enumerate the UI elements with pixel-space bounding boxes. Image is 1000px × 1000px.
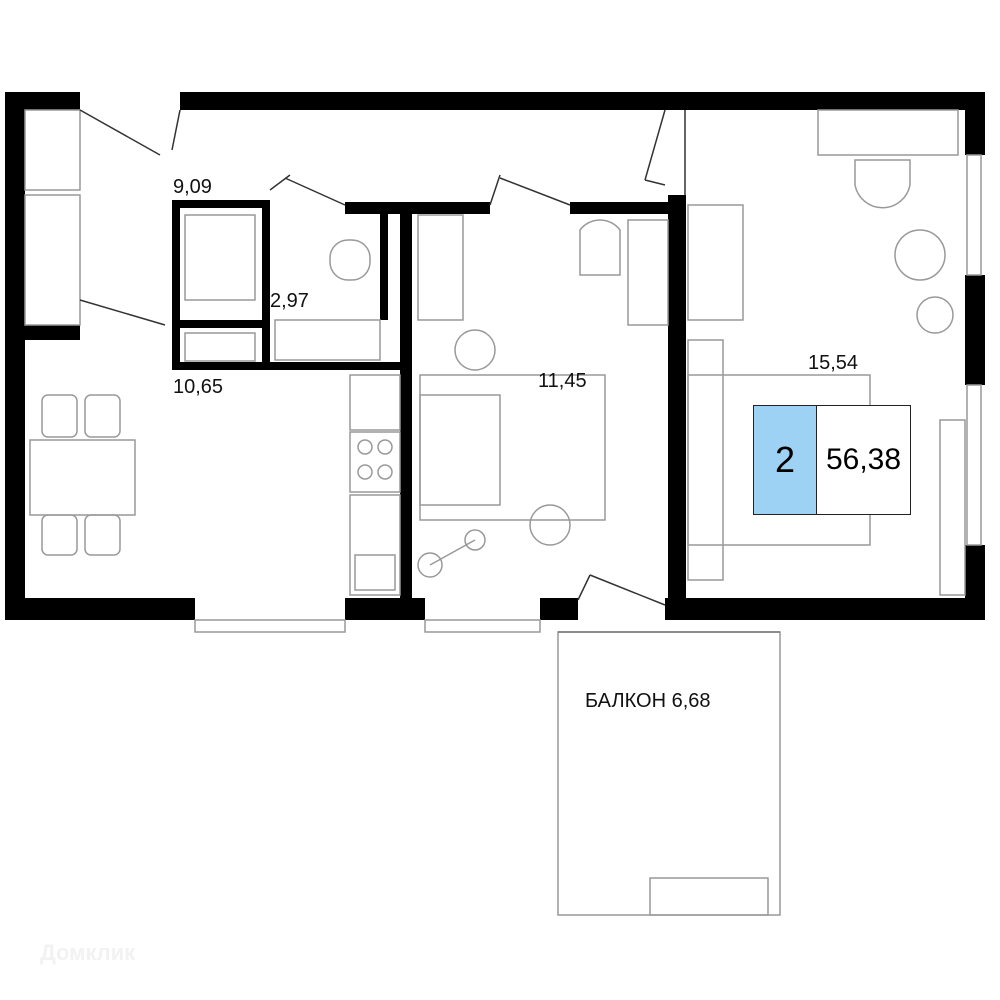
walls xyxy=(5,92,985,620)
room-area-toilet: 2,97 xyxy=(270,290,309,312)
watermark-logo: Домклик xyxy=(40,940,136,965)
room-area-bedroom: 15,54 xyxy=(808,352,859,374)
room-count: 2 xyxy=(754,406,817,514)
room-area-balcony: БАЛКОН 6,68 xyxy=(585,690,711,712)
room-area-bathroom: 9,09 xyxy=(173,176,212,198)
doors xyxy=(79,109,686,606)
room-area-hall: 10,65 xyxy=(173,376,224,398)
total-area: 56,38 xyxy=(817,406,910,514)
apartment-summary-badge: 2 56,38 xyxy=(753,405,911,515)
furniture xyxy=(24,109,982,916)
room-area-kitchen-living: 11,45 xyxy=(538,370,587,392)
